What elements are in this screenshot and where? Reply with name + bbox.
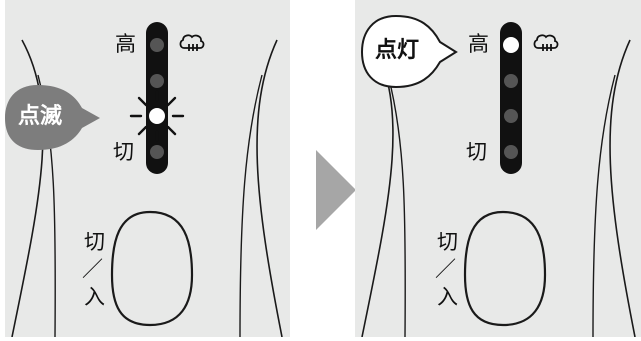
right-power-button[interactable]: [463, 210, 547, 327]
right-led-mid2: [504, 109, 518, 123]
left-led-mid1: [150, 74, 164, 88]
left-device-outline-right: [256, 39, 283, 338]
left-blink-rays: [129, 90, 185, 142]
right-led-high-lit: [503, 37, 519, 53]
right-device-outline-left-inner: [387, 74, 406, 338]
right-label-high: 高: [468, 32, 489, 56]
left-button-label-bottom: 入: [84, 285, 105, 309]
left-led-off: [150, 145, 164, 159]
right-device-outline-right-inner: [592, 74, 616, 338]
left-callout-text: 点滅: [18, 104, 63, 129]
left-led-blink: [147, 106, 167, 126]
left-label-high: 高: [115, 32, 136, 56]
right-led-mid1: [504, 74, 518, 88]
right-steam-icon: [533, 34, 559, 51]
right-label-off: 切: [466, 140, 487, 164]
right-device-outline-right: [609, 39, 636, 338]
right-panel: [355, 0, 641, 338]
left-button-label-top: 切: [84, 230, 105, 254]
left-device-outline-left: [11, 39, 44, 338]
right-button-label-sep: ／: [435, 257, 456, 281]
left-steam-icon: [179, 34, 205, 51]
right-button-label-bottom: 入: [437, 285, 458, 309]
arrow-right-icon: [316, 150, 356, 230]
left-power-button[interactable]: [110, 210, 194, 327]
right-callout-text: 点灯: [375, 38, 420, 63]
left-led-high: [150, 38, 164, 52]
left-panel: [5, 0, 290, 338]
left-button-label-sep: ／: [82, 257, 103, 281]
right-device-body: [355, 0, 641, 337]
left-callout-bubble: [5, 85, 100, 150]
right-led-track: [500, 22, 522, 174]
right-callout-bubble: [360, 14, 458, 89]
left-device-outline-right-inner: [239, 74, 263, 338]
right-led-off: [504, 145, 518, 159]
left-label-off: 切: [113, 140, 134, 164]
right-button-label-top: 切: [437, 230, 458, 254]
